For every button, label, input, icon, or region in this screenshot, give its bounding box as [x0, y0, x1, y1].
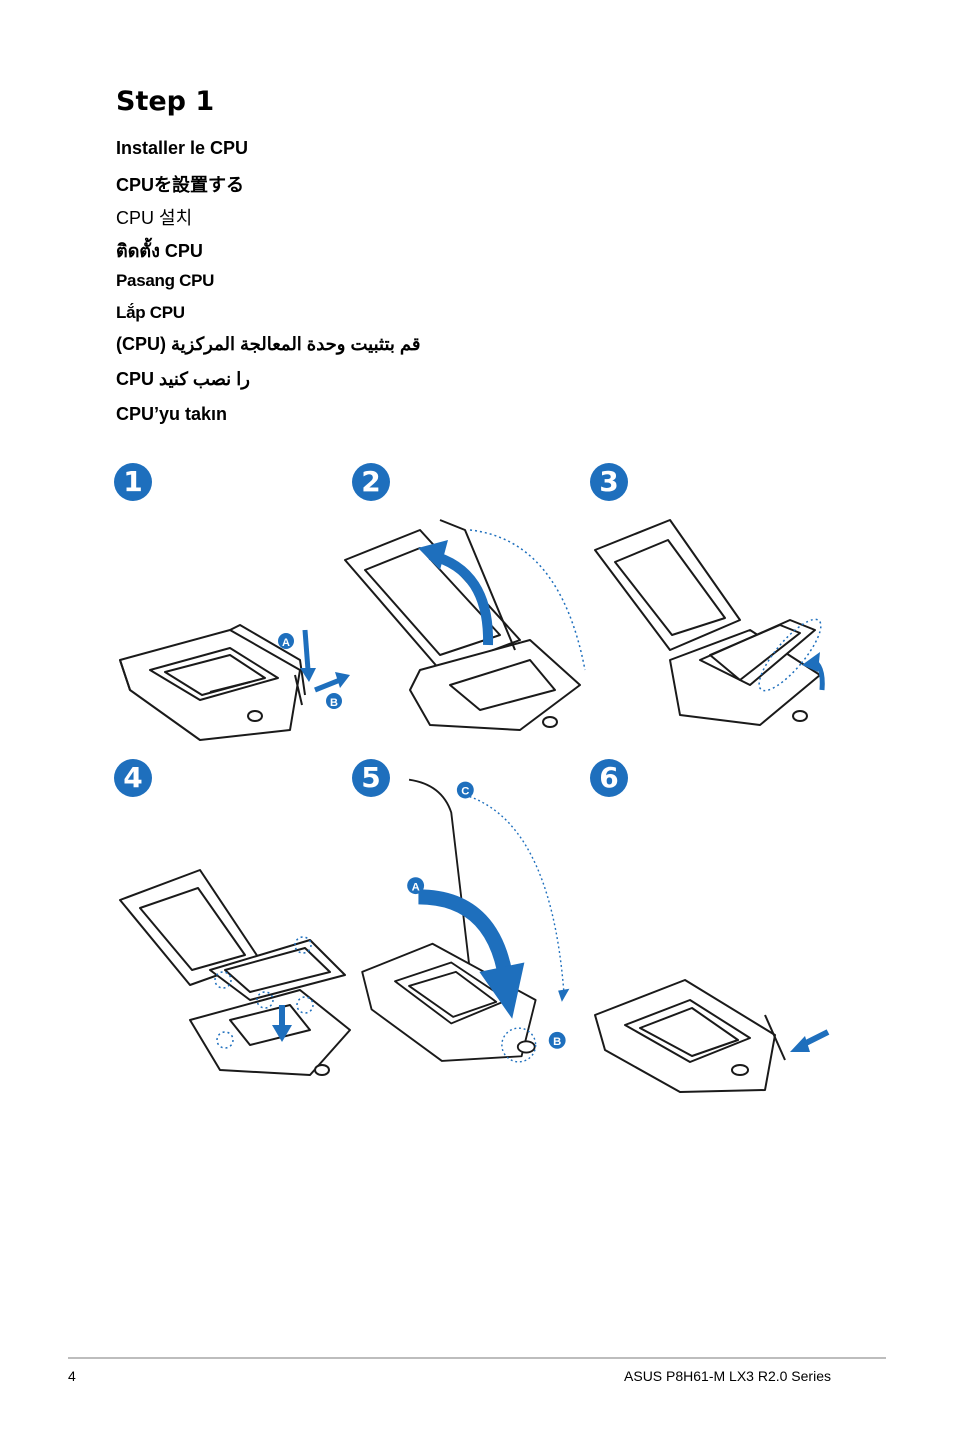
footer-divider [68, 1357, 886, 1359]
step-4-illustration [110, 800, 351, 1100]
lever-close-drawing: C A B [361, 778, 570, 1063]
lang-japanese: CPUを設置する [116, 175, 245, 195]
socket-closed-drawing: A B [119, 624, 350, 741]
lang-thai: ติดตั้ง CPU [116, 241, 203, 261]
label-a: A [412, 881, 420, 893]
page-title: Step 1 [116, 86, 215, 117]
lang-indonesian: Pasang CPU [116, 271, 215, 290]
lang-turkish: CPU’yu takın [116, 404, 228, 424]
step-6-badge: 6 [590, 759, 628, 797]
label-a: A [282, 637, 290, 649]
socket-plate-open-drawing [594, 519, 825, 726]
label-b: B [330, 697, 338, 709]
label-c: C [461, 786, 469, 798]
socket-lever-open-drawing [344, 519, 586, 731]
socket-locked-drawing [594, 979, 830, 1093]
step-5-badge: 5 [352, 759, 390, 797]
step-6-illustration [590, 800, 830, 1100]
footer-product-title: ASUS P8H61-M LX3 R2.0 Series [624, 1368, 831, 1384]
lang-persian: CPU را نصب کنید [116, 369, 250, 389]
step-1-badge: 1 [114, 463, 152, 501]
lang-french: Installer le CPU [116, 138, 249, 158]
step-5-illustration: C A B [350, 775, 590, 1075]
step-3-badge: 3 [590, 463, 628, 501]
cpu-placement-drawing [119, 869, 351, 1076]
step-2-illustration [340, 500, 586, 800]
page-number: 4 [68, 1368, 76, 1384]
step-3-illustration [590, 500, 830, 800]
lang-korean: CPU 설치 [116, 208, 193, 228]
step-4-badge: 4 [114, 759, 152, 797]
step-2-badge: 2 [352, 463, 390, 501]
lang-arabic: (CPU) قم بتثبيت وحدة المعالجة المركزية [116, 334, 421, 354]
lang-vietnamese: Lắp CPU [116, 303, 185, 322]
step-1-illustration: A B [110, 500, 350, 800]
label-b: B [553, 1036, 561, 1048]
